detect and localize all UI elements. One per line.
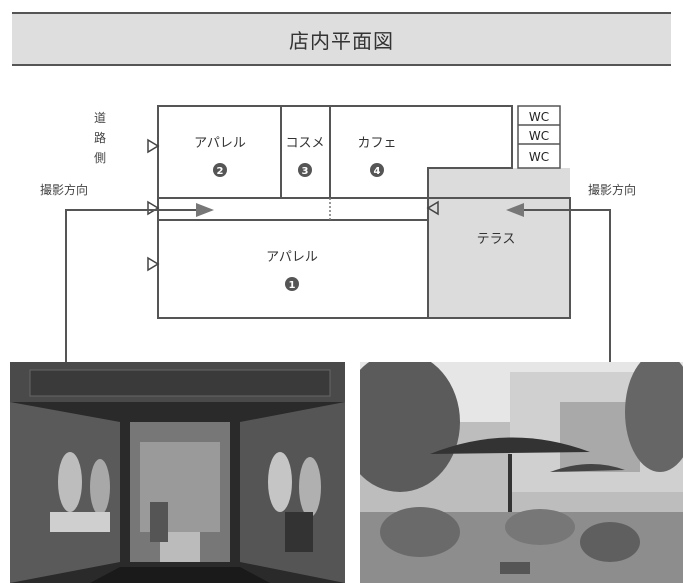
terrace-area [428,168,570,318]
right-direction-line [520,209,611,362]
room-label-cafe: カフェ [357,136,396,151]
room-number-1: 1 [289,280,296,291]
road-side-label-2: 路 [94,130,106,145]
room-label-apparel-1: アパレル [266,250,318,265]
room-number-badge [370,163,384,177]
arrow-left-icon [506,203,524,217]
room-label-apparel-2: アパレル [194,136,246,151]
wc-column [517,105,561,169]
lower-block-outline [157,197,571,319]
wc-label-2: WC [529,129,549,143]
door-icon [147,256,160,272]
header-top-rule [12,12,671,14]
room-number-2: 2 [217,166,224,177]
wc-label-1: WC [529,110,549,124]
arrow-right-icon [196,203,214,217]
direction-label-right: 撮影方向 [588,182,636,197]
road-side-label-3: 側 [94,151,106,165]
storefront-photo [10,362,345,583]
direction-label-left: 撮影方向 [40,182,88,197]
door-icon [147,138,160,154]
left-direction-line [65,209,198,362]
terrace-photo [360,362,683,583]
room-number-4: 4 [374,166,381,177]
road-side-label-1: 道 [94,111,106,125]
room-label-terrace: テラス [477,232,516,247]
page-title-bar: 店内平面図 [12,12,671,66]
room-number-badge [213,163,227,177]
wc-label-3: WC [529,150,549,164]
room-label-cosme: コスメ [285,136,324,151]
door-icon [147,200,160,216]
room-number-badge [298,163,312,177]
header-bottom-rule [12,64,671,66]
door-icon [426,200,439,216]
room-number-3: 3 [302,166,309,177]
room-number-badge [285,277,299,291]
page-title: 店内平面図 [289,28,394,53]
